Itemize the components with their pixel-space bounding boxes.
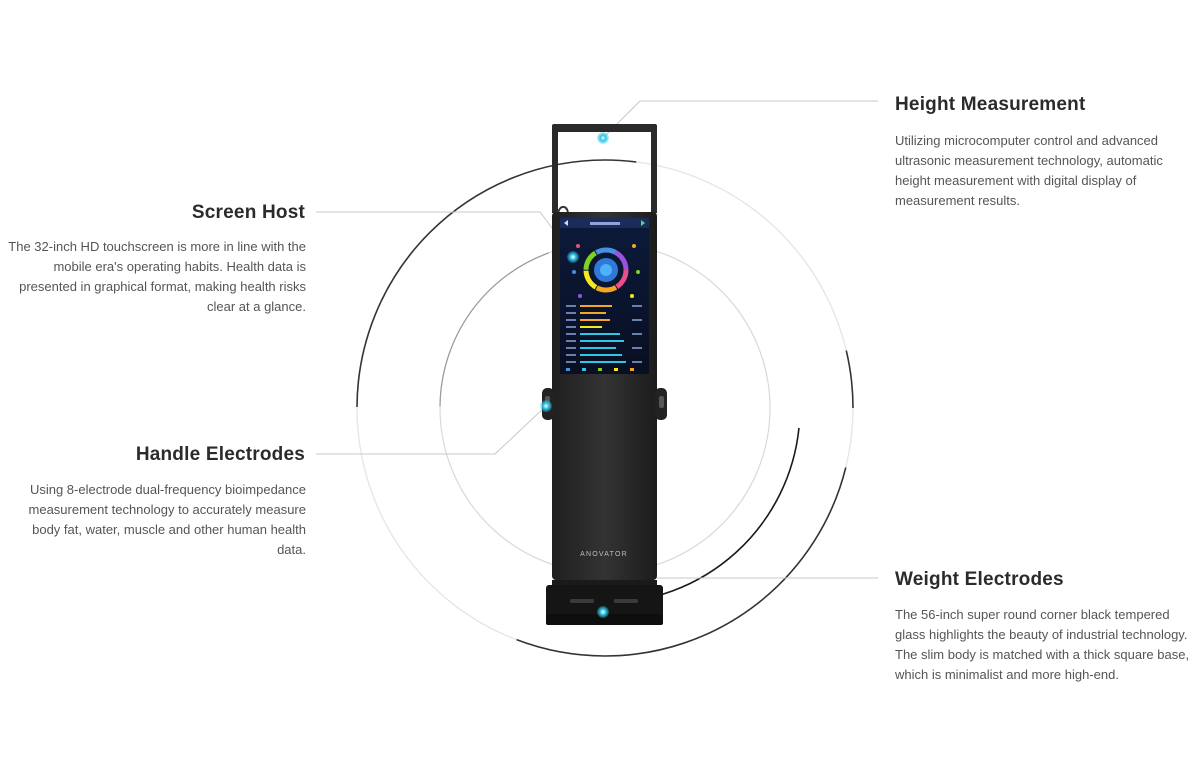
hotspot-handle-icon (540, 400, 552, 412)
touch-screen (560, 218, 649, 374)
height-measurement-description: Utilizing microcomputer control and adva… (895, 133, 1163, 208)
height-measurement-title: Height Measurement (895, 94, 1086, 115)
brand-logo: ANOVATOR (580, 551, 628, 558)
weight-electrodes-description: The 56-inch super round corner black tem… (895, 607, 1190, 682)
screen-bars (566, 305, 642, 371)
handle-electrodes-title: Handle Electrodes (135, 444, 305, 465)
hotspot-height-icon (597, 132, 609, 144)
handle-electrodes-description: Using 8-electrode dual-frequency bioimpe… (28, 482, 306, 557)
hotspot-weight-icon (597, 606, 609, 618)
height-arm-left (552, 128, 558, 213)
height-arm-right (651, 128, 657, 213)
hotspots (540, 132, 609, 618)
height-arm-top (552, 124, 657, 132)
screen-host-title: Screen Host (191, 202, 305, 223)
base-neck (552, 580, 657, 586)
screen-host-description: The 32-inch HD touchscreen is more in li… (8, 239, 306, 314)
screen-radial-chart (572, 244, 640, 298)
body-composition-analyzer: ANOVATOR (542, 124, 667, 625)
weight-electrodes-title: Weight Electrodes (895, 569, 1064, 590)
hotspot-screen-icon (567, 251, 579, 263)
